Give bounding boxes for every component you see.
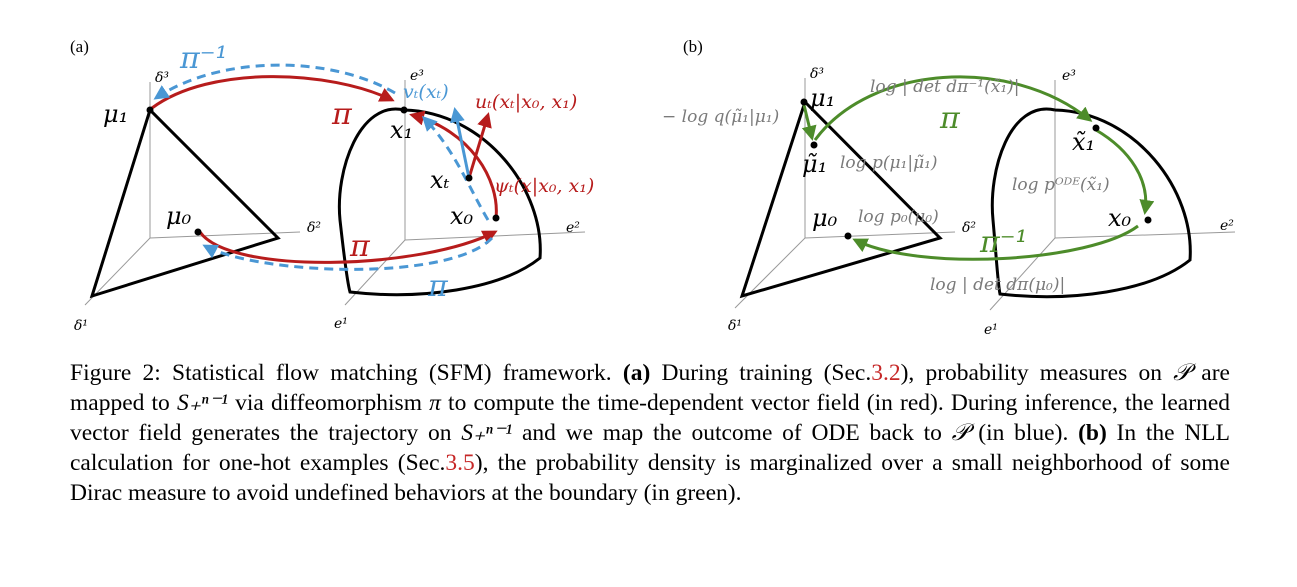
sphere-axes-b [989,80,1236,311]
term-logp-ode: log pᴼᴰᴱ(x̃₁) [1012,175,1110,195]
caption-panel-a-label: (a) [622,360,651,386]
label-x1-tilde: x̃₁ [1072,128,1095,156]
axis-label-e2: e² [566,220,580,236]
caption-text: Figure 2: Statistical flow matching (SFM… [70,360,623,386]
neighborhood-arrow [801,104,817,141]
caption-panel-b-label: (b) [1078,420,1107,446]
axis-label-e2-b: e² [1220,218,1234,234]
term-logdet-bottom: log | det dπ(μ₀)| [930,275,1065,295]
label-psi: ψₜ(x|x₀, x₁) [494,175,594,197]
math-symbol: π [429,390,441,416]
label-mu0-a: μ₀ [166,202,192,230]
panel-a-label: (a) [70,37,89,56]
math-symbol: 𝒫 [951,420,969,446]
label-mu0-b: μ₀ [812,204,838,232]
conditional-vector-u [467,112,492,179]
point-mu0-b [844,232,852,240]
label-u: uₜ(xₜ|x₀, x₁) [475,91,577,113]
pi-arrow-b [813,75,1093,141]
pi-inverse-arrow [153,63,396,100]
simplex-triangle-a [89,107,281,299]
vector-field-v [450,107,471,179]
term-logdet-top: log | det dπ⁻¹(x̃₁)| [870,77,1020,97]
point-mu1-a [146,106,154,114]
pi-arrow-top [151,75,395,110]
panel-b: (b) δ³ δ² δ¹ e³ e² e¹ μ [662,37,1236,338]
point-mu1-b [800,98,808,106]
learned-trajectory [421,115,490,221]
label-x0-a: x₀ [450,202,474,230]
caption-text: and we map the outcome of ODE back to [512,420,952,446]
label-xt-a: xₜ [430,166,450,194]
label-pi-bottom: π [349,229,371,264]
caption-text: ), the probability density is marginaliz… [70,450,1230,506]
label-x1-a: x₁ [390,116,413,144]
label-mu1-a: μ₁ [103,100,128,128]
point-x0-b [1144,216,1152,224]
label-mu1-b: μ₁ [810,84,835,112]
label-v: vₜ(xₜ) [403,81,449,103]
label-x0-b: x₀ [1108,204,1132,232]
label-pi-top: π [331,97,353,132]
label-pi-inverse: π⁻¹ [179,41,228,76]
term-logp-mu1: log p(μ₁|μ̃₁) [840,153,938,173]
caption-text: During training (Sec. [650,360,872,386]
axis-label-d1-b: δ¹ [728,318,742,334]
term-logq: − log q(μ̃₁|μ₁) [662,107,779,127]
point-xt-a [465,174,473,182]
point-x1-a [400,106,408,114]
point-mu0-a [194,228,202,236]
label-pi-inverse-b: π⁻¹ [979,225,1028,260]
panel-b-label: (b) [683,37,703,56]
axis-label-e1-b: e¹ [984,322,998,338]
point-x1-tilde [1092,124,1100,132]
section-ref-link[interactable]: 3.2 [871,360,901,386]
point-x0-a [492,214,500,222]
label-pi-blue: π [427,269,449,304]
axis-label-e3: e³ [410,68,424,84]
simplex-triangle-b [739,99,943,299]
axis-label-d2-b: δ² [962,220,976,236]
axis-label-d3: δ³ [155,70,169,86]
caption-text: via diffeomorphism [227,390,430,416]
axis-label-d2: δ² [307,220,321,236]
caption-text: (in blue). [968,420,1079,446]
axis-label-e3-b: e³ [1062,68,1076,84]
pi-inverse-arrow-b [852,224,1139,261]
label-pi-b: π [939,101,961,136]
section-ref-link[interactable]: 3.5 [445,450,475,476]
math-symbol: 𝒫 [1173,360,1191,386]
label-mu1-tilde: μ̃₁ [802,150,827,178]
caption-text: to compute the time-dependent vector fie… [70,390,1230,446]
caption-text: In the NLL calculation for one-hot examp… [70,420,1230,476]
sphere-orthant-a [337,107,542,297]
ode-flow-arrow [1095,128,1155,215]
pi-blue-arrow [202,236,494,271]
point-mu1-tilde [810,141,818,149]
math-symbol: S₊ⁿ⁻¹ [176,390,228,416]
caption-text: are mapped to [70,360,1230,416]
figure-2: (a) δ³ δ² δ¹ e³ e² e¹ [70,37,1236,338]
term-logp0: log p₀(μ₀) [858,207,939,227]
caption-text: ), probability measures on [900,360,1174,386]
axis-label-d3-b: δ³ [810,66,824,82]
pi-arrow-bottom [198,230,498,264]
math-symbol: S₊ⁿ⁻¹ [461,420,513,446]
sphere-orthant-b [990,107,1192,299]
panel-a: (a) δ³ δ² δ¹ e³ e² e¹ [70,37,594,334]
axis-label-e1: e¹ [334,316,348,332]
figure-caption: Figure 2: Statistical flow matching (SFM… [70,358,1230,508]
axis-label-d1: δ¹ [74,318,88,334]
